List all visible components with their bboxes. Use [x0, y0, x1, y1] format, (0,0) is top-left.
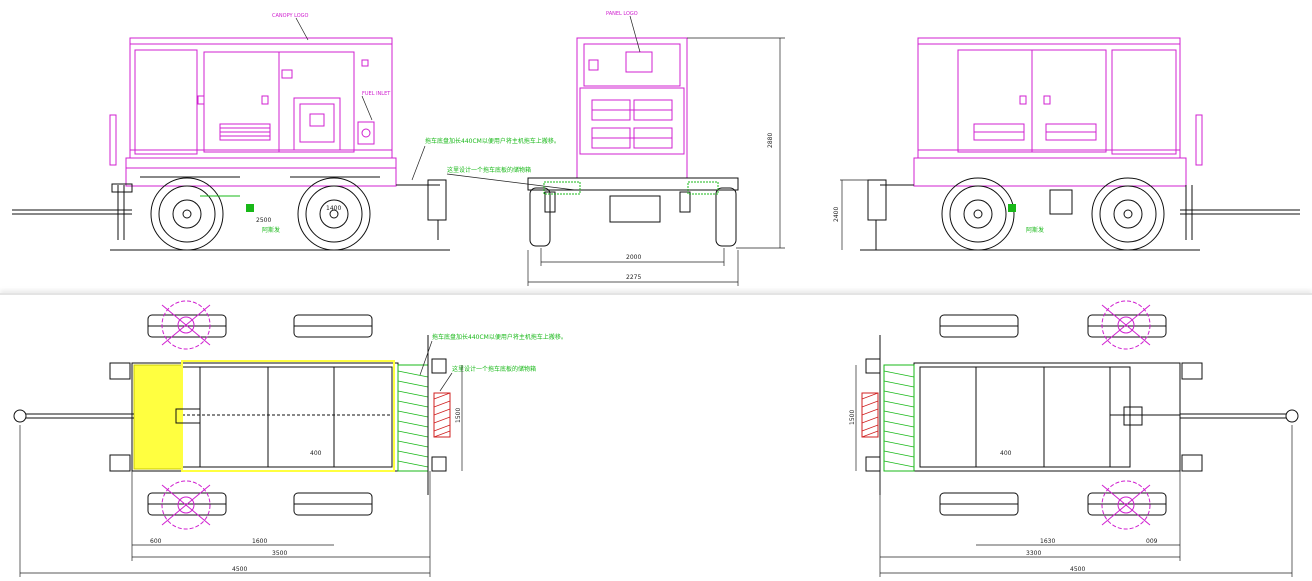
plan-view-right: 1500 400 1630 009 3300 4500: [849, 300, 1299, 577]
right-plan-width-dim: 1500: [849, 410, 856, 425]
canopy-door-2: [278, 51, 355, 153]
plan-views-panel: 拖车底盘加长440CM以便用户将主机拖车上搬移。 这里设计一个拖车底板的储物箱 …: [0, 293, 1312, 581]
plan-dim-b: 1600: [252, 538, 267, 545]
side-elevation-right: 2400 阿斯发: [833, 37, 1300, 251]
front-elevation: PANEL LOGO 2880 2000 2275: [527, 11, 785, 286]
wheelbase-dim: 2500: [256, 217, 271, 224]
right-wheel-rear: [1091, 177, 1165, 251]
wheel-front: [150, 177, 224, 251]
front-control-panel: [583, 43, 681, 87]
jack-2: [109, 454, 131, 472]
fuel-inlet-tag: FUEL INLET: [362, 91, 391, 97]
plan-dim-total: 4500: [232, 566, 247, 573]
right-wheel-front: [941, 177, 1015, 251]
front-inner-width-dim: 2000: [626, 254, 641, 261]
plan-note-main: 拖车底盘加长440CM以便用户将主机拖车上搬移。: [432, 333, 567, 341]
right-plan-dim-a: 1630: [1040, 538, 1055, 545]
note-sub: 这里设计一个拖车底板的储物箱: [447, 166, 531, 174]
plan-dim-c: 3500: [272, 550, 287, 557]
front-outer-width-dim: 2275: [626, 274, 641, 281]
front-canopy: [576, 37, 688, 179]
track-dim: 1400: [326, 205, 341, 212]
right-plan-dim-c: 3300: [1026, 550, 1041, 557]
panel-logo-tag: PANEL LOGO: [606, 11, 638, 17]
support-post: [109, 114, 117, 166]
elevation-views-panel: CANOPY LOGO FUEL INLET: [0, 0, 1312, 290]
right-wheelbase-label: 阿斯发: [1026, 226, 1044, 234]
jack-4: [431, 456, 447, 472]
tow-box-yellow: [133, 364, 183, 470]
right-plan-dim-b: 009: [1146, 538, 1158, 545]
front-height-dim: 2880: [767, 133, 774, 148]
plan-width-dim: 1500: [455, 408, 462, 423]
plan-dim-a: 600: [150, 538, 162, 545]
side-elevation-left: CANOPY LOGO FUEL INLET: [12, 13, 576, 251]
plan-hatched-panel: [397, 364, 429, 472]
plan-view-left: 拖车底盘加长440CM以便用户将主机拖车上搬移。 这里设计一个拖车底板的储物箱 …: [13, 300, 567, 577]
canopy-logo-tag: CANOPY LOGO: [272, 13, 309, 19]
right-height-dim: 2400: [833, 207, 840, 222]
front-wheel-left: [529, 187, 551, 247]
wheelbase-label: 阿斯发: [262, 226, 280, 234]
elevation-drawing: CANOPY LOGO FUEL INLET: [12, 11, 1300, 286]
front-wheel-right: [715, 187, 737, 247]
right-plan-dim-total: 4500: [1070, 566, 1085, 573]
right-plan-inner-dim: 400: [1000, 450, 1012, 457]
trailer-chassis: [125, 157, 397, 187]
plan-note-sub: 这里设计一个拖车底板的储物箱: [452, 365, 536, 373]
note-main: 拖车底盘加长440CM以便用户将主机拖车上搬移。: [425, 137, 560, 145]
jack-3: [431, 358, 447, 374]
rear-jack: [427, 179, 447, 221]
plan-inner-dim: 400: [310, 450, 322, 457]
plan-drawing: 拖车底盘加长440CM以便用户将主机拖车上搬移。 这里设计一个拖车底板的储物箱 …: [13, 300, 1299, 577]
jack-1: [109, 362, 131, 380]
wheel-rear: [297, 177, 371, 251]
